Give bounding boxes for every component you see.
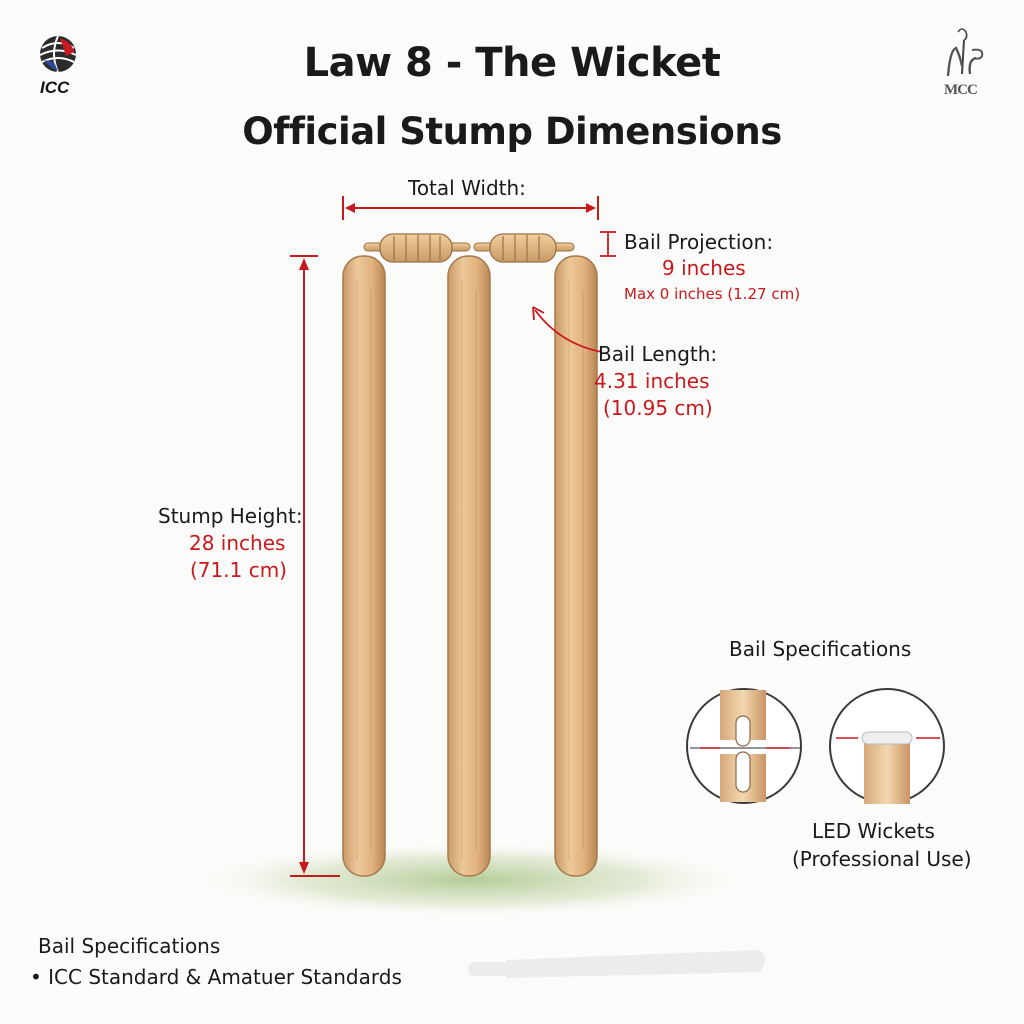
stump-right xyxy=(554,255,598,877)
icc-logo-text: ICC xyxy=(40,78,70,97)
mcc-logo: MCC xyxy=(938,26,994,102)
bail-projection-label: Bail Projection: xyxy=(624,230,774,254)
bail-groove-detail xyxy=(686,688,802,804)
bail-left xyxy=(363,233,471,263)
stump-middle xyxy=(447,255,491,877)
bail-length-value: 4.31 inches xyxy=(594,369,710,393)
footer-heading: Bail Specifications xyxy=(38,934,221,958)
bail-projection-note: Max 0 inches (1.27 cm) xyxy=(624,285,801,303)
stump-height-metric: (71.1 cm) xyxy=(190,558,287,582)
icc-globe-icon xyxy=(39,35,77,73)
stump-height-label: Stump Height: xyxy=(158,504,303,528)
footer-bullet: • ICC Standard & Amatuer Standards xyxy=(30,965,402,989)
bail-right xyxy=(473,233,575,263)
total-width-label: Total Width: xyxy=(408,176,526,200)
bail-length-label: Bail Length: xyxy=(598,342,718,366)
total-width-dimension xyxy=(342,196,599,220)
bail-length-leader xyxy=(532,306,603,353)
bail-specs-heading: Bail Specifications xyxy=(729,637,912,661)
mcc-crest-icon xyxy=(946,28,984,77)
bail-projection-value: 9 inches xyxy=(662,256,746,280)
icc-logo: ICC xyxy=(36,34,86,97)
page-subtitle: Official Stump Dimensions xyxy=(242,110,782,153)
led-caption-line2: (Professional Use) xyxy=(792,847,972,871)
led-wicket-detail xyxy=(829,688,945,804)
bail-projection-dimension xyxy=(600,231,616,257)
mcc-logo-text: MCC xyxy=(944,82,978,98)
bail-length-metric: (10.95 cm) xyxy=(603,396,713,420)
stump-height-dimension xyxy=(290,255,340,877)
stump-left xyxy=(342,255,386,877)
led-caption-line1: LED Wickets xyxy=(812,819,935,843)
stump-height-value: 28 inches xyxy=(189,531,286,555)
page-title: Law 8 - The Wicket xyxy=(303,40,721,86)
grass-patch xyxy=(190,842,750,918)
bat-silhouette xyxy=(468,950,765,978)
